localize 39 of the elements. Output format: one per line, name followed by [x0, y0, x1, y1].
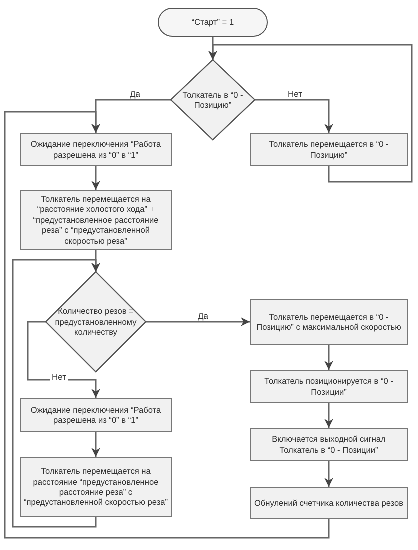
edge-label: Нет — [50, 373, 68, 382]
process-box — [250, 133, 408, 166]
node-text: Включается выходной сигнал Толкатель в “0 - Позиции” — [271, 434, 387, 455]
node-text: Количество резов = предустановленному количеству — [54, 306, 138, 338]
edge-label: Да — [196, 312, 210, 322]
edge-label: Нет — [286, 90, 304, 100]
node-text: Толкатель позиционируется в “0 - Позиции” — [264, 376, 394, 397]
node-text: Обнулений счетчика количества резов — [253, 498, 405, 508]
arrow — [27, 321, 100, 398]
process-box — [20, 457, 172, 517]
arrow — [324, 345, 334, 370]
process-box — [250, 428, 408, 461]
process-box — [20, 398, 172, 432]
node-text: “Старт” = 1 — [190, 17, 236, 28]
arrow — [208, 44, 413, 183]
arrow — [92, 432, 100, 457]
arrow — [324, 461, 334, 487]
decision-diamond — [171, 60, 255, 140]
arrow — [255, 99, 334, 133]
arrow — [92, 166, 100, 190]
process-box — [20, 190, 172, 250]
node-text: Ожидание переключения “Работа разрешена из “0” в “1” — [30, 404, 162, 426]
process-box — [20, 133, 172, 166]
edge-label: Да — [128, 90, 142, 100]
process-box — [250, 487, 408, 519]
node-text: Толкатель в “0 - Позицию” — [182, 90, 244, 110]
node-text: Ожидание переключения “Работа разрешена из “0” в “1” — [30, 139, 162, 160]
node-text: Толкатель перемещается на расстояние “предустановленное расстояние реза” с “предустановленной скоростью реза” — [23, 466, 169, 508]
node-text: Толкатель перемещается в “0 - Позицию” — [268, 139, 390, 160]
arrow — [324, 403, 334, 428]
arrow — [4, 111, 330, 539]
start-terminal — [158, 8, 268, 37]
arrow — [12, 259, 100, 528]
node-text: Толкатель перемещается на “расстояние холостого хода” + “предустановленное расстояние реза” с “предустановленной скоростью реза” — [32, 194, 160, 246]
arrow — [146, 318, 250, 326]
process-box — [250, 299, 408, 345]
decision-diamond — [46, 272, 146, 372]
process-box — [250, 370, 408, 403]
node-text: Толкатель перемещается в “0 - Позицию” с максимальной скоростью — [256, 312, 402, 332]
